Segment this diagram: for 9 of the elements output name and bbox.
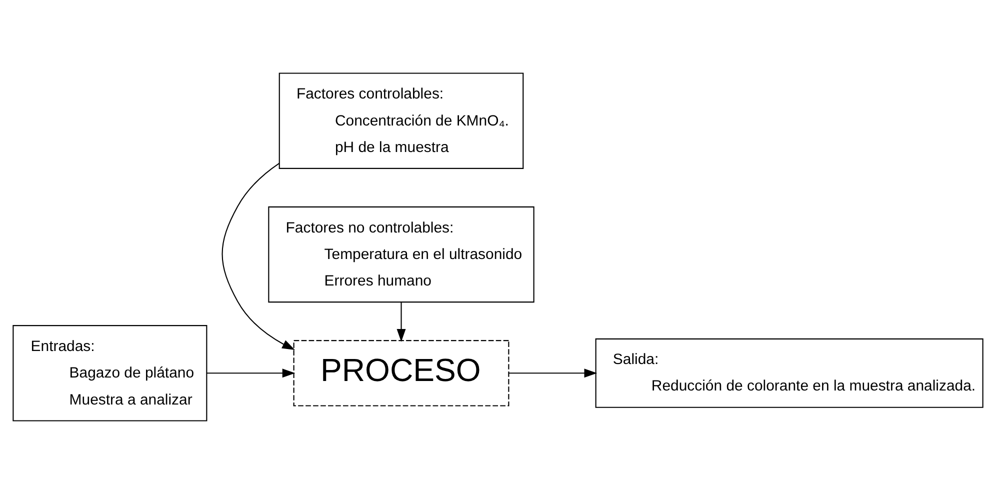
node-box: Salida: Reducción de colorante en la muestra analizada.: [595, 338, 984, 408]
arrow: [222, 162, 295, 350]
node-box: Factores controlables: Concentración de KMnO₄. pH de la muestra: [278, 72, 524, 168]
arrow: [206, 368, 296, 378]
node-box: Factores no controlables: Temperatura en el ultrasonido Errores humano: [268, 206, 534, 302]
arrow: [508, 368, 598, 378]
node-box: PROCESO: [293, 340, 510, 406]
arrow: [396, 302, 406, 342]
node-box: Entradas: Bagazo de plátano Muestra a analizar: [12, 324, 208, 421]
